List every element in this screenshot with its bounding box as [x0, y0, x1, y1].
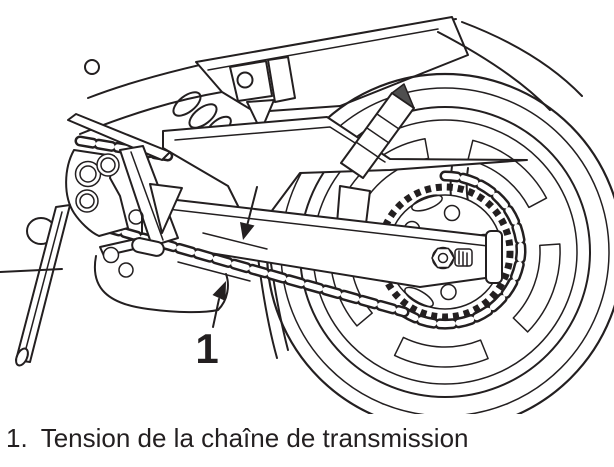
spring-coil [172, 91, 202, 117]
shock-cap [391, 83, 415, 109]
spoke-window [467, 139, 548, 209]
subframe-bracket [229, 60, 273, 102]
pivot-bolt [128, 209, 144, 225]
linkage-pivot [118, 262, 134, 278]
swingarm-crease [149, 206, 489, 247]
down-arrow-leader [246, 186, 258, 225]
illustration-canvas: 1 [0, 16, 614, 414]
tail-panel-crease [207, 28, 439, 71]
tail-right-edge [461, 21, 583, 97]
adjuster-threads [458, 250, 468, 267]
frame-member-crease [130, 151, 164, 241]
axle-nut [431, 247, 455, 269]
chain-tension-figure: 1 [0, 16, 614, 414]
figure-caption: 1. Tension de la chaîne de transmission [6, 423, 469, 454]
axle-end-plate [485, 230, 503, 284]
caption-text: Tension de la chaîne de transmission [40, 423, 469, 453]
frame-gusset [149, 183, 183, 234]
bracket-hole [236, 71, 254, 89]
axle-center [437, 252, 449, 264]
spoke-window [512, 243, 561, 333]
sprocket-slot [404, 286, 434, 308]
rider-footpeg [131, 237, 165, 257]
engine-case-edge [93, 255, 229, 314]
bracket-boss-hole [79, 193, 95, 209]
linkage-pivot [102, 246, 120, 264]
subframe-strut [267, 56, 296, 103]
shock-ridges [355, 113, 400, 158]
frame-line [0, 268, 63, 273]
tail-bodywork [79, 16, 583, 139]
bracket-gusset [246, 99, 275, 132]
caption-number: 1. [6, 423, 28, 453]
callout-1-label: 1 [195, 325, 218, 372]
bracket-boss [75, 189, 99, 213]
cowl-bolt-hole [84, 59, 100, 75]
bracket-boss-hole [100, 157, 116, 173]
sprocket-hole [440, 283, 457, 301]
bracket-boss-hole [79, 165, 97, 183]
bracket-boss [96, 153, 120, 177]
chain-around-sprocket-links [401, 173, 525, 328]
sprocket-hole [443, 204, 461, 222]
side-stand-foot [15, 347, 29, 367]
sprocket-slot [411, 194, 443, 212]
spring-coil [188, 103, 218, 129]
chain-bottom-run-links [85, 219, 407, 315]
slack-up-arrow [212, 281, 226, 301]
side-stand-crease [23, 211, 63, 357]
spoke-window [393, 336, 489, 368]
up-arrow-leader [212, 298, 220, 328]
left-frame [0, 113, 229, 367]
chain-slack-callout: 1 [177, 186, 268, 372]
slack-upper-limit-line [202, 232, 268, 250]
slack-down-arrow [240, 222, 255, 240]
slack-lower-limit-line [177, 261, 251, 282]
